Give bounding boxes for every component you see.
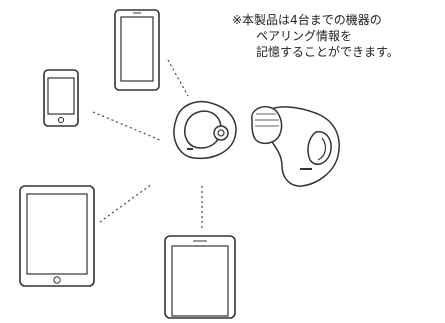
line-to-tablet-bottom-left [99, 183, 153, 223]
smartphone-icon [43, 69, 79, 127]
note-line-3: 記憶することができます。 [256, 45, 399, 59]
earbud-right-icon [251, 106, 340, 187]
tablet-bottom-icon [164, 235, 236, 319]
line-to-tablet-top [167, 59, 189, 97]
tablet-top-icon [114, 9, 160, 91]
pairing-note: ※本製品は4台までの機器の ペアリング情報を 記憶することができます。 [232, 12, 442, 60]
connection-lines [92, 59, 203, 230]
tablet-bottom-left-icon [19, 185, 95, 287]
earbud-left-icon [173, 100, 237, 160]
line-to-phone [92, 111, 161, 141]
note-line-2: ペアリング情報を [256, 29, 353, 43]
note-line-1: ※本製品は4台までの機器の [232, 13, 382, 27]
